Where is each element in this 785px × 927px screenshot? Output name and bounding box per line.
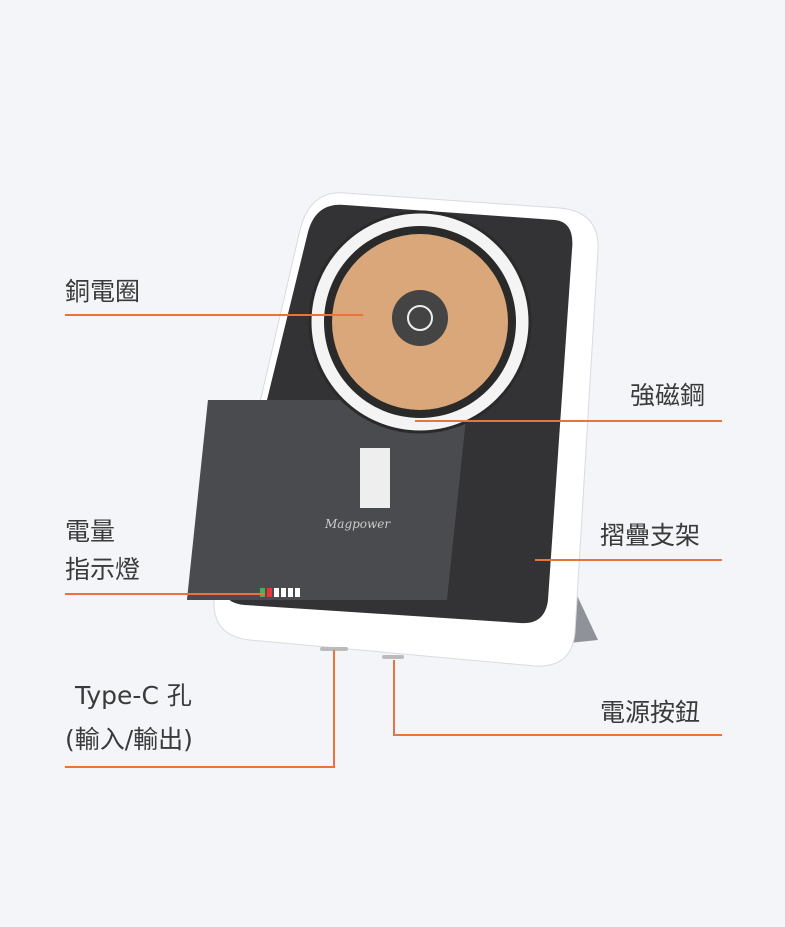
battery-indicator-label-line1: 電量 <box>65 517 116 546</box>
battery-indicator-leds <box>260 588 300 597</box>
copper-coil-label: 銅電圈 <box>65 277 141 306</box>
power-button-label: 電源按鈕 <box>600 698 701 727</box>
power-button-callout-line <box>393 734 722 736</box>
stand-callout-line <box>535 559 722 561</box>
power-button-callout-vertical <box>393 660 395 736</box>
circuit-board <box>186 400 468 600</box>
stand-label: 摺疊支架 <box>600 521 701 550</box>
magnet-label: 強磁鋼 <box>630 381 706 410</box>
typec-callout-vertical <box>333 650 335 768</box>
power-button <box>382 655 404 659</box>
magnet-callout-line <box>415 420 722 422</box>
typec-port <box>320 647 348 651</box>
board-chip <box>360 448 390 508</box>
battery-indicator-callout-line <box>65 593 265 595</box>
typec-callout-line <box>65 766 335 768</box>
typec-label-line2: (輸入/輸出) <box>65 725 193 754</box>
brand-logo: Magpower <box>324 517 391 531</box>
charging-icon <box>407 305 433 331</box>
copper-coil-callout-line <box>65 314 363 316</box>
coil-center <box>392 290 448 346</box>
battery-indicator-label-line2: 指示燈 <box>65 555 141 584</box>
typec-label-line1: Type-C 孔 <box>75 681 192 710</box>
